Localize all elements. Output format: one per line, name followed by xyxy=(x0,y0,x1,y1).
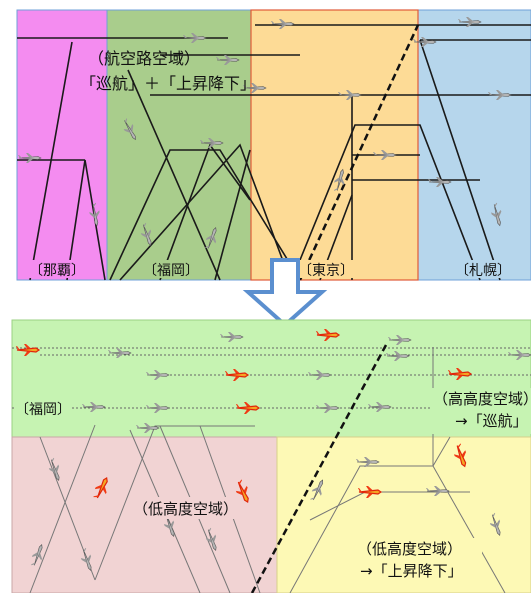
low-altitude-right-label-line1: （低高度空域） xyxy=(357,540,462,558)
low-altitude-left-label: （低高度空域） xyxy=(133,500,238,518)
sapporo-region xyxy=(418,10,531,280)
down-arrow-icon xyxy=(242,258,328,328)
top-annotation-line2: 「巡航」＋「上昇降下」 xyxy=(80,74,256,93)
city-label-sapporo: 〔札幌〕 xyxy=(455,263,511,279)
city-label-tokyo: 〔東京〕 xyxy=(298,263,354,279)
top-flight-routes xyxy=(17,24,531,281)
top-dashed-route xyxy=(298,24,420,281)
low-altitude-right-label-line2: →「上昇降下」 xyxy=(360,562,463,580)
bottom-diagram: 〔福岡〕 （高高度空域） →「巡航」 （低高度空域） （低高度空域） →「上昇降… xyxy=(11,319,531,593)
high-altitude-label-line2: →「巡航」 xyxy=(455,412,528,430)
naha-region xyxy=(17,10,107,280)
top-city-labels: 〔那覇〕 〔福岡〕 〔東京〕 〔札幌〕 xyxy=(27,260,511,279)
top-annotation-line1: （航空路空域） xyxy=(88,49,200,68)
top-diagram: （航空路空域） 「巡航」＋「上昇降下」 〔那覇〕 〔福岡〕 〔東京〕 〔札幌〕 xyxy=(16,9,531,281)
city-label-fukuoka: 〔福岡〕 xyxy=(143,263,199,279)
city-label-naha: 〔那覇〕 xyxy=(29,263,85,279)
high-altitude-label-line1: （高高度空域） xyxy=(433,390,531,408)
bottom-dashed-route xyxy=(250,344,388,593)
bottom-city-label-fukuoka: 〔福岡〕 xyxy=(15,402,71,418)
